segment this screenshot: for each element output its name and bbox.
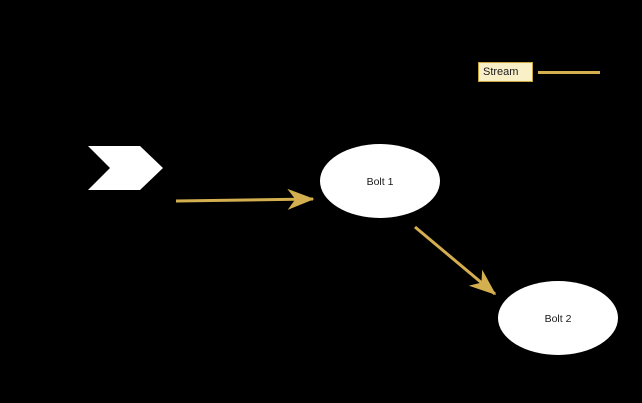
node-bolt1[interactable] [320,144,440,218]
edge-bolt1-to-bolt2[interactable] [414,225,497,296]
node-bolt1-label: Bolt 1 [367,176,394,188]
legend-stream-label: Stream [483,65,519,78]
node-bolt2-label: Bolt 2 [545,313,572,325]
edge-spout-to-bolt1[interactable] [175,188,315,210]
legend-stream-box[interactable]: Stream [478,62,533,82]
node-bolt2[interactable] [498,281,618,355]
node-spout[interactable] [88,146,163,190]
legend-stream-swatch [538,71,600,74]
